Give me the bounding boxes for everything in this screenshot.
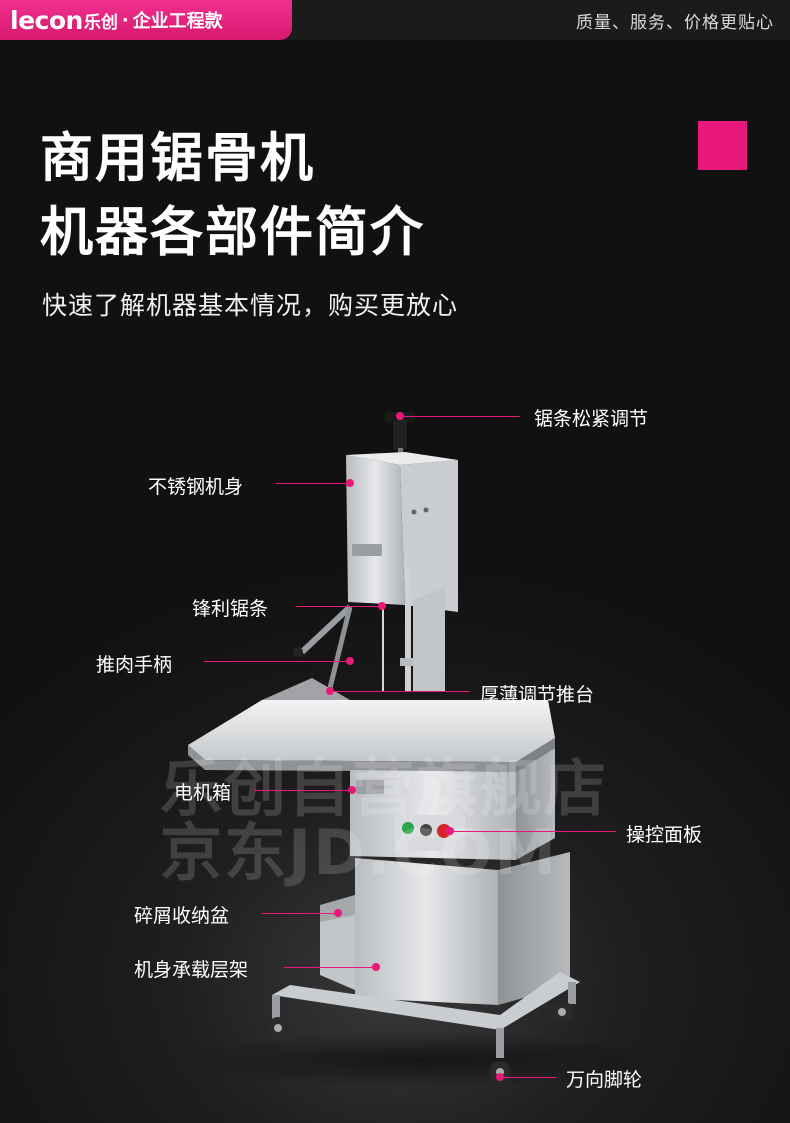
leader-motor-box bbox=[254, 790, 352, 791]
watermark-store: 乐创自营旗舰店 bbox=[160, 752, 609, 825]
leader-body-shelf bbox=[284, 967, 376, 968]
leader-sharp-blade bbox=[296, 606, 382, 607]
leader-meat-push-handle bbox=[204, 661, 350, 662]
dot-body-shelf bbox=[372, 963, 380, 971]
watermark-jd: 京东JD.COM bbox=[160, 816, 558, 889]
dot-control-panel bbox=[446, 827, 454, 835]
brand-tab[interactable]: lecon 乐创 · 企业工程款 bbox=[0, 0, 292, 40]
brand-logo: lecon bbox=[10, 5, 83, 35]
leader-control-panel bbox=[450, 831, 616, 832]
leader-debris-tray bbox=[262, 913, 338, 914]
accent-square bbox=[698, 121, 747, 170]
dot-blade-tension bbox=[396, 412, 404, 420]
upper-column bbox=[346, 452, 458, 612]
edition-label: 企业工程款 bbox=[132, 11, 223, 32]
label-body-shelf: 机身承载层架 bbox=[134, 959, 249, 981]
work-table bbox=[188, 700, 555, 772]
label-casters: 万向脚轮 bbox=[566, 1069, 643, 1091]
page-title-line1: 商用锯骨机 bbox=[40, 128, 315, 189]
page-title-line2: 机器各部件简介 bbox=[40, 202, 425, 263]
label-thickness-push-table: 厚薄调节推台 bbox=[480, 684, 595, 706]
floor-shadow bbox=[180, 1032, 660, 1088]
blade-guide-rod bbox=[405, 568, 411, 692]
label-debris-tray: 碎屑收纳盆 bbox=[134, 905, 230, 927]
dot-motor-box bbox=[348, 786, 356, 794]
label-control-panel: 操控面板 bbox=[626, 824, 703, 846]
header-tagline: 质量、服务、价格更贴心 bbox=[576, 13, 774, 33]
leader-stainless-body bbox=[276, 483, 350, 484]
dot-sharp-blade bbox=[378, 602, 386, 610]
brand-separator: · bbox=[121, 9, 129, 31]
blade-guard bbox=[413, 588, 445, 692]
leader-thickness-push-table bbox=[330, 691, 470, 692]
label-sharp-blade: 锋利锯条 bbox=[192, 598, 269, 620]
dot-debris-tray bbox=[334, 909, 342, 917]
header-bar: lecon 乐创 · 企业工程款 质量、服务、价格更贴心 bbox=[0, 0, 790, 40]
dot-stainless-body bbox=[346, 479, 354, 487]
brand-logo-cn: 乐创 bbox=[83, 12, 118, 33]
dot-meat-push-handle bbox=[346, 657, 354, 665]
dot-thickness-push-table bbox=[326, 687, 334, 695]
dot-casters bbox=[496, 1073, 504, 1081]
label-motor-box: 电机箱 bbox=[174, 782, 232, 804]
leader-casters bbox=[500, 1077, 556, 1078]
leader-blade-tension bbox=[400, 416, 520, 417]
base-cabinet bbox=[320, 852, 570, 1005]
label-meat-push-handle: 推肉手柄 bbox=[96, 654, 173, 676]
label-stainless-body: 不锈钢机身 bbox=[148, 476, 244, 498]
page-subtitle: 快速了解机器基本情况，购买更放心 bbox=[42, 291, 459, 320]
label-blade-tension: 锯条松紧调节 bbox=[534, 408, 649, 430]
base-frame bbox=[272, 972, 580, 1058]
